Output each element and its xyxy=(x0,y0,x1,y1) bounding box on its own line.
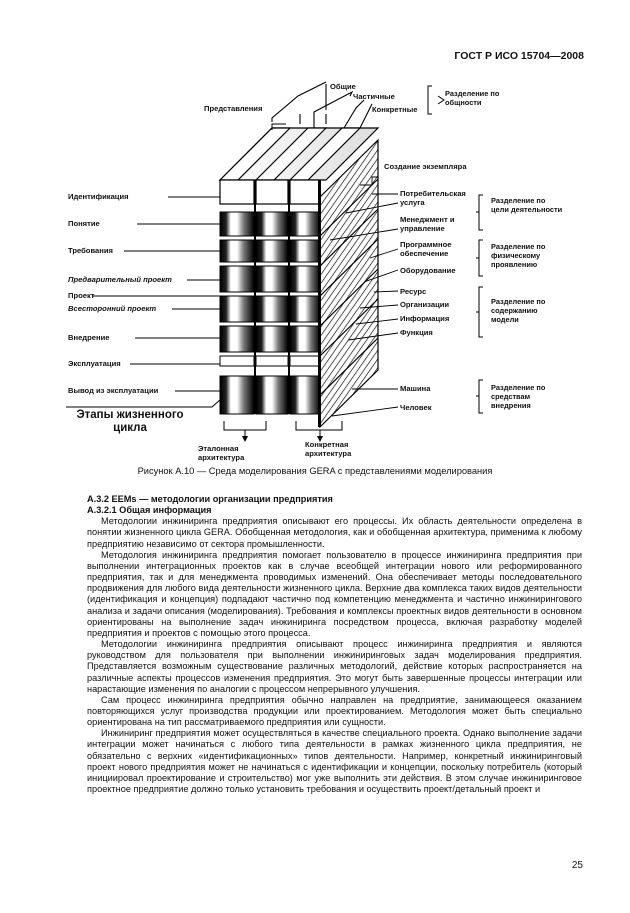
label-representations: Представления xyxy=(204,104,263,113)
phase-implementation: Внедрение xyxy=(68,333,110,342)
gera-figure: Общие Частичные Конкретные Представления… xyxy=(66,81,563,462)
paragraph: Методологии инжиниринга предприятия опис… xyxy=(87,516,582,549)
page-number: 25 xyxy=(571,860,583,871)
column-specific xyxy=(289,179,321,415)
label-particular-architecture: Конкретная архитектура xyxy=(305,440,352,458)
paragraph: Методология инжиниринга предприятия помо… xyxy=(87,549,582,638)
item-information: Информация xyxy=(400,314,450,323)
label-general: Общие xyxy=(330,82,356,91)
section-body: А.3.2 EEMs — методологии организации пре… xyxy=(87,494,582,795)
item-hardware: Оборудование xyxy=(400,266,456,275)
paragraph: Сам процесс инжиниринга предприятия обыч… xyxy=(87,694,582,728)
item-human: Человек xyxy=(400,403,432,412)
phase-detailed-design: Всесторонний проект xyxy=(68,304,157,313)
paragraph: Методологии инжиниринга предприятия опис… xyxy=(87,639,582,694)
group-means: Разделение по средствам внедрения xyxy=(491,383,546,410)
phase-concept: Понятие xyxy=(68,219,100,228)
phase-design: Проект xyxy=(68,291,95,300)
phase-decommission: Вывод из эксплуатации xyxy=(68,386,159,395)
section-heading: А.3.2 EEMs — методологии организации пре… xyxy=(87,494,333,504)
phase-preliminary-design: Предварительный проект xyxy=(68,275,172,284)
label-instance-creation: Создание экземпляра xyxy=(384,162,467,171)
phase-requirements: Требования xyxy=(68,246,113,255)
phase-operation: Эксплуатация xyxy=(68,359,121,368)
group-implementation: Разделение по физическому проявлению xyxy=(491,242,546,269)
item-organization: Организации xyxy=(400,300,450,309)
figure-caption: Рисунок А.10 — Среда моделирования GERA … xyxy=(137,466,493,476)
lifecycle-title: Этапы жизненного цикла xyxy=(76,409,184,434)
item-software: Программное обеспечение xyxy=(400,240,452,258)
item-machine: Машина xyxy=(400,384,431,393)
column-general xyxy=(219,179,255,415)
standard-header: ГОСТ Р ИСО 15704—2008 xyxy=(454,50,584,62)
label-specific: Конкретные xyxy=(372,105,418,114)
group-content: Разделение по содержанию модели xyxy=(491,297,546,324)
section-subheading: А.3.2.1 Общая информация xyxy=(87,505,212,516)
group-generality: Разделение по общности xyxy=(445,89,500,107)
group-purpose: Разделение по цели деятельности xyxy=(491,196,563,214)
column-partial xyxy=(255,179,289,415)
item-management-control: Менеджмент и управление xyxy=(400,215,455,233)
label-reference-architecture: Эталонная архитектура xyxy=(198,444,245,462)
gera-cube-diagram xyxy=(66,81,483,442)
label-partial: Частичные xyxy=(353,92,395,101)
item-function: Функция xyxy=(400,328,433,337)
item-customer-service: Потребительская услуга xyxy=(400,189,466,207)
paragraph: Инжиниринг предприятия может осуществлят… xyxy=(87,728,582,795)
phase-identification: Идентификация xyxy=(68,192,129,201)
item-resource: Ресурс xyxy=(400,287,427,296)
side-face xyxy=(319,138,379,429)
